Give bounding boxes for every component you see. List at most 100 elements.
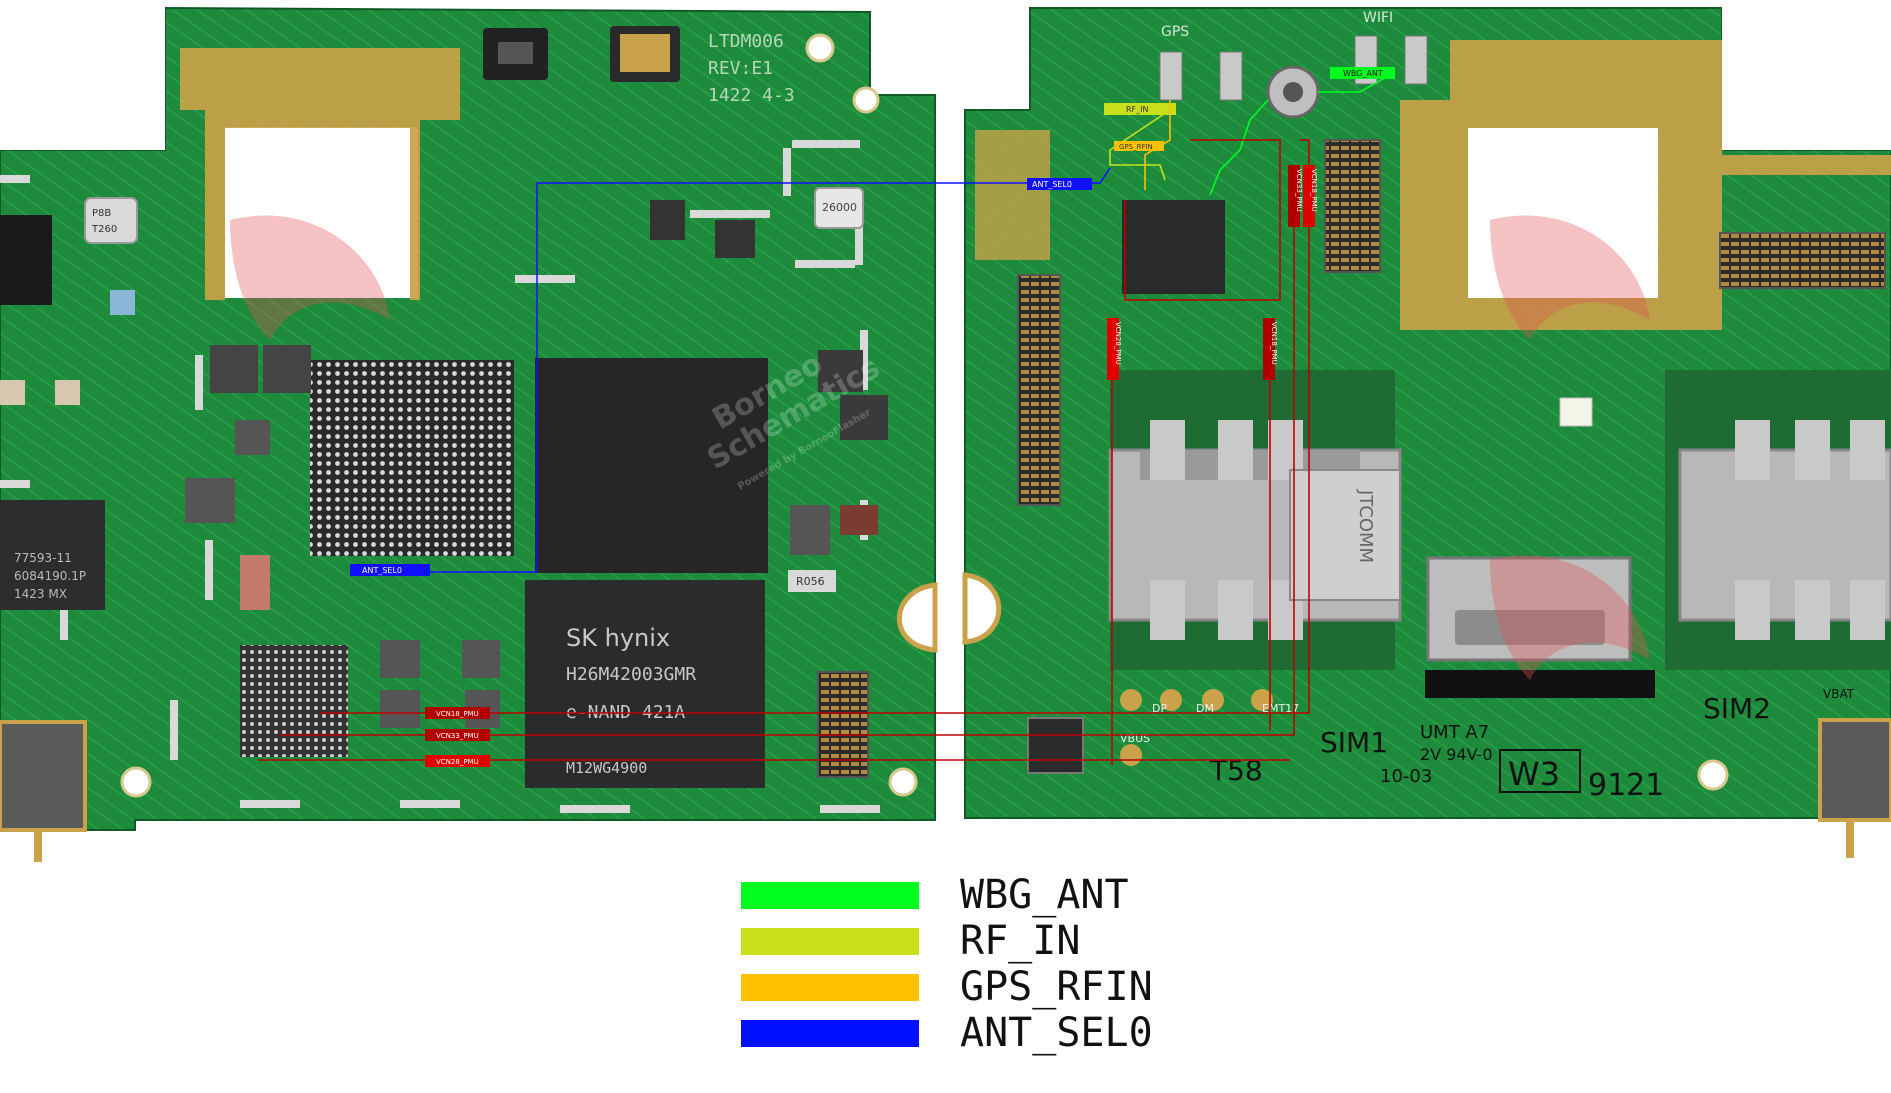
audio-jack-pin (34, 830, 42, 862)
led-flash (1559, 397, 1593, 427)
legend-label-ant-sel0: ANT_SEL0 (960, 1010, 1153, 1056)
board-date-text: 1422 4-3 (708, 85, 795, 106)
net-label-vcn28-vertical-text: VCN28_PMU (1114, 322, 1122, 365)
pad-dp: DP (1152, 702, 1167, 715)
net-label-vcn28 (425, 755, 490, 767)
gold-shield-pad-right (1400, 40, 1891, 330)
crystal-26mhz (814, 187, 864, 229)
crystal-small-label-1: P8B (92, 208, 111, 219)
chip-partial (0, 215, 52, 305)
mounting-hole (888, 767, 918, 797)
audio-jack-right (1818, 718, 1891, 822)
net-label-vcn33-vertical (1288, 165, 1300, 227)
net-label-vcn28-vertical (1107, 318, 1119, 380)
net-label-gps-rfin-text: GPS_RFIN (1119, 143, 1153, 151)
net-label-vcn33-text: VCN33_PMU (436, 732, 479, 740)
audio-jack (0, 720, 87, 832)
left-board-cutout (225, 127, 418, 298)
legend-swatch-gps-rfin (741, 974, 919, 1001)
usb-port-inner (1455, 610, 1605, 645)
mounting-hole (852, 86, 880, 114)
sim2-label: SIM2 (1703, 692, 1771, 725)
umt-text: UMT A7 (1420, 722, 1489, 743)
watermark-logo (230, 215, 1650, 680)
legend-swatch-wbg-ant (741, 882, 919, 909)
left-board-notch (0, 0, 165, 150)
net-label-rf-in-text: RF_IN (1126, 105, 1149, 114)
mounting-hole (120, 766, 152, 798)
net-label-vcn18 (425, 707, 490, 719)
legend-label-rf-in: RF_IN (960, 918, 1081, 964)
left-board: LTDM006 REV:E1 1422 4-3 P8B T260 77593-1… (0, 0, 938, 862)
code-9121: 9121 (1588, 768, 1664, 803)
right-board: GPS WIFI JTCOMM (962, 0, 1891, 858)
net-label-vcn28-vertical-2-text: VCN18_PMU (1310, 169, 1318, 212)
right-board-notch (1722, 0, 1891, 150)
sim2-tray (1665, 370, 1891, 670)
net-label-gps-rfin (1114, 141, 1164, 151)
silkscreen-bar (1425, 670, 1655, 698)
cpu-chip (535, 358, 768, 573)
trace-rf-in (1109, 109, 1171, 181)
net-label-vcn18-vertical-text: VCN18_PMU (1270, 322, 1278, 365)
net-label-vcn28-vertical-2 (1303, 165, 1315, 227)
board-edge-notch-right (962, 572, 1002, 645)
net-label-vcn18-vertical (1263, 318, 1275, 380)
gps-label: GPS (1161, 24, 1189, 40)
mic-component (498, 42, 533, 64)
legend-label-gps-rfin: GPS_RFIN (960, 964, 1153, 1010)
pad-emt: EMT17 (1262, 702, 1299, 715)
net-label-ant-sel0-right-text: ANT_SEL0 (1032, 180, 1072, 189)
right-board-cutout (1468, 128, 1658, 298)
passive-components (0, 200, 888, 728)
board-model-text: LTDM006 (708, 31, 784, 52)
net-label-wbg-ant-text: WBG_ANT (1343, 69, 1383, 78)
net-label-vcn18-text: VCN18_PMU (436, 710, 479, 718)
net-label-ant-sel0-right (1027, 178, 1092, 190)
rating-text: 2V 94V-0 (1420, 745, 1493, 764)
btb-connector-left (817, 671, 869, 778)
sim-tray-brand: JTCOMM (1355, 489, 1376, 563)
vbat-text: VBAT (1823, 687, 1855, 701)
gold-shield-pad (180, 48, 460, 300)
emmc-brand: SK hynix (566, 624, 670, 652)
legend-label-wbg-ant: WBG_ANT (960, 872, 1129, 918)
mounting-hole (1697, 759, 1729, 791)
ic-mark-r056: R056 (796, 575, 825, 588)
net-label-vcn33-vertical-text: VCN33_PMU (1295, 169, 1303, 212)
coax-connector-center (1283, 82, 1303, 102)
legend-swatch-rf-in (741, 928, 919, 955)
mounting-hole (805, 33, 835, 63)
cpu-bga-footprint (310, 360, 514, 556)
sim1-label: SIM1 (1320, 726, 1388, 759)
pmic-chip-text-3: 1423 MX (14, 587, 67, 601)
ul-mark: W3 (1508, 755, 1560, 793)
mic-component-gold (620, 34, 670, 72)
gold-pad-left-right (975, 130, 1050, 260)
emmc-part: H26M42003GMR (566, 664, 696, 685)
emmc-code: M12WG4900 (566, 759, 647, 777)
fpc-connector-right (1719, 232, 1886, 289)
net-label-ant-sel0-left (350, 564, 430, 576)
btb-connector-right (1324, 139, 1381, 273)
batch-text: 10-03 (1380, 766, 1432, 787)
net-label-vcn33 (425, 729, 490, 741)
pmic-bga-footprint (240, 645, 348, 757)
wifi-label: WIFI (1363, 10, 1393, 26)
small-fpc-connector (1027, 717, 1084, 774)
pmic-chip-text-1: 77593-11 (14, 551, 72, 565)
lcd-connector (1017, 274, 1061, 506)
pmic-chip (0, 500, 105, 610)
net-label-rf-in (1104, 103, 1176, 115)
net-label-ant-sel0-left-text: ANT_SEL0 (362, 566, 402, 575)
emmc-chip (525, 580, 765, 788)
crystal-small (84, 197, 138, 244)
net-label-wbg-ant (1330, 67, 1395, 79)
t58-text: T58 (1209, 754, 1263, 787)
net-label-vcn28-text: VCN28_PMU (436, 758, 479, 766)
pad-dm: DM (1196, 702, 1214, 715)
board-rev-text: REV:E1 (708, 58, 773, 79)
board-edge-notch (896, 582, 938, 653)
crystal-26mhz-label: 26000 (822, 201, 857, 214)
